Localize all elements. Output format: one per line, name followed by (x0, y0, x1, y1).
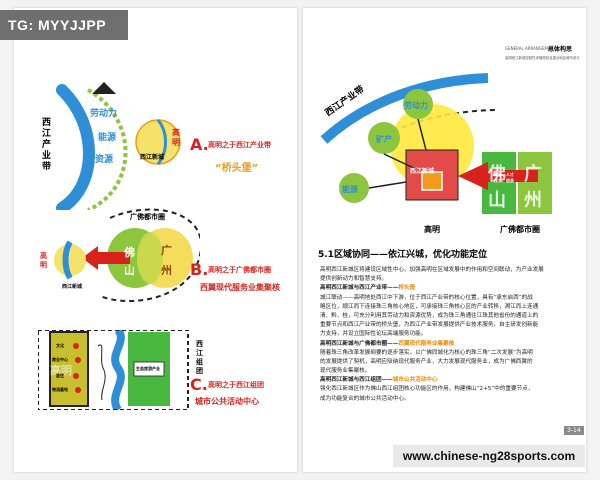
para-1-heading-text: 高明西江新城与西江产业带—— (320, 285, 399, 292)
right-diagram-arrow-text-1: 资金、人才 (494, 172, 514, 177)
para-1-line-3: 重要节点和西江产业带的桥头堡，为西江产业带发展提供产业技术服务，自主研发创新能 (320, 322, 539, 329)
diagram-c-right-ghost: 西樵 (136, 364, 158, 377)
diagram-b-guang: 广 (161, 244, 172, 257)
para-1-line-2: 清、黔、桂，可充分利用其劳动力和资源优势，成为珠三角通往江珠其他省份的通道上的 (320, 312, 539, 319)
para-2-heading-text: 高明西江新城与广佛都市圈—— (320, 340, 399, 347)
diagram-a-labor: 劳动力 (90, 109, 118, 119)
right-diagram-bottom-right: 广佛都市圈 (500, 225, 540, 234)
header-small-1: GENERAL ARRANGEMENT (505, 46, 556, 51)
right-diagram-bottom-left: 高明 (424, 225, 440, 234)
para-2-line-0: 随着珠三角改革发展纲要的逐步落实，以广佛同城化为核心的珠三角“二次发展”为高明 (320, 349, 533, 356)
diagram-b-graphic (54, 208, 200, 302)
right-diagram-mineral: 矿产 (376, 135, 392, 144)
caption-c-line2: 城市公共活动中心 (195, 397, 259, 406)
para-3-line-1: 成为功能复合的城市公共活动中心。 (320, 395, 410, 402)
diagram-c-item-commerce: 商业中心 (52, 357, 68, 362)
diagram-b-shan: 山 (124, 264, 135, 277)
diagram-c-graphic (38, 330, 189, 410)
para-0-line-0: 高明西江新城区将建设区域性中心，加强高明在区域发展中的作用和空间联动，为产业发展 (320, 267, 544, 273)
body-text: 高明西江新城区将建设区域性中心，加强高明在区域发展中的作用和空间联动，为产业发展… (320, 266, 570, 404)
right-diagram-labor: 劳动力 (404, 101, 428, 110)
para-1-line-4: 力支持，并设立国际性论坛高端服务功能。 (320, 331, 427, 338)
para-3-heading: 高明西江新城与西江组团——城市公共活动中心 (320, 376, 570, 385)
header-title: 总体构思 (548, 46, 573, 53)
diagram-c-vertical-label: 西江组团 (196, 340, 203, 375)
para-1-line-1: 略区位，顺江而下连接珠三角核心地区，可承接珠三角核心区的产业转移，溯江而上连通 (320, 303, 539, 310)
right-diagram-graphic (320, 73, 552, 214)
right-diagram-new-city: 西江新城 (410, 168, 435, 175)
caption-c-line1: 高明之于西江组团 (208, 381, 264, 389)
diagram-a-place-label: 高明 (172, 128, 180, 147)
para-3-heading-accent: 城市公共活动中心 (392, 377, 438, 384)
para-3-line-0: 强化西江新城区作为佛山西江组团核心功能区的作用，构建佛山“2+5”中的重要节点， (320, 386, 534, 393)
caption-a-line2: “桥头堡” (215, 163, 259, 174)
caption-b-line2: 西翼现代服务业集聚核 (200, 283, 280, 292)
diagram-a-circle-label: 西江新城 (140, 154, 165, 161)
caption-c-letter: C. (190, 375, 208, 394)
diagram-b-region-label: 广佛都市圈 (130, 213, 165, 221)
diagram-b-zhou: 州 (161, 264, 172, 277)
para-2-heading-accent: 西翼现代服务业集聚核 (398, 340, 455, 347)
para-1-line-0: 城江联动——高明地处西江中下游，位于西江产业带的核心位置，具有“承东启西”的战 (320, 294, 533, 301)
para-0-line-1: 提供创新动力和智慧支持。 (320, 276, 388, 283)
diagram-c-item-logistics: 物流基地 (52, 387, 68, 392)
diagram-a-energy: 能源 (98, 133, 117, 143)
para-1-heading: 高明西江新城与西江产业带——桥头堡 (320, 284, 570, 293)
tg-overlay-label: TG: MYYJJPP (0, 10, 128, 40)
diagram-b-circle-label: 西江新城 (62, 284, 83, 290)
caption-a-line1: 高明之于西江产业带 (208, 141, 271, 149)
para-2-line-2: 现代服务业集聚核。 (320, 368, 371, 375)
caption-b-line1: 高明之于广佛都市圈 (208, 266, 271, 274)
para-3-heading-text: 高明西江新城与西江组团—— (320, 377, 393, 384)
right-diagram-fo: 佛 (488, 164, 506, 185)
diagram-b-fo: 佛 (124, 246, 135, 259)
para-1-heading-accent: 桥头堡 (398, 285, 416, 292)
diagram-b-place-label: 高明 (40, 252, 47, 269)
caption-b-letter: B. (190, 260, 209, 279)
section-title: 5.1区域协同——依江兴城，优化功能定位 (318, 250, 487, 260)
right-diagram-shan: 山 (488, 190, 506, 211)
diagram-c-item-culture: 文化 (56, 343, 64, 348)
right-diagram-guang: 广 (524, 164, 542, 185)
page-number: 3-14 (564, 426, 584, 435)
diagram-a-graphic (56, 82, 181, 210)
para-2-line-1: 的发展提供了契机，高明应吸纳现代服务产业，大力发展现代服务业，成为广佛西翼的 (320, 358, 533, 365)
right-diagram-arrow-text-2: 技术、信息 (494, 178, 514, 183)
diagram-c-river-box: 生态旅游产业 (136, 366, 160, 371)
diagram-a-belt-label: 西江产业带 (42, 118, 52, 172)
watermark-label: www.chinese-ng28sports.com (393, 445, 585, 467)
header-small-2: 高明西江新城控制性详细规划及重点地区城市设计 (505, 56, 580, 60)
caption-a-letter: A. (190, 135, 209, 154)
right-diagram-energy: 能源 (342, 185, 358, 194)
diagram-a-resource: 资源 (95, 155, 114, 165)
diagram-c-item-residence: 居住 (56, 373, 64, 378)
diagram-c-left-ghost: 高明 (50, 364, 72, 377)
para-2-heading: 高明西江新城与广佛都市圈——西翼现代服务业集聚核 (320, 340, 570, 349)
right-diagram-zhou: 州 (524, 190, 542, 211)
